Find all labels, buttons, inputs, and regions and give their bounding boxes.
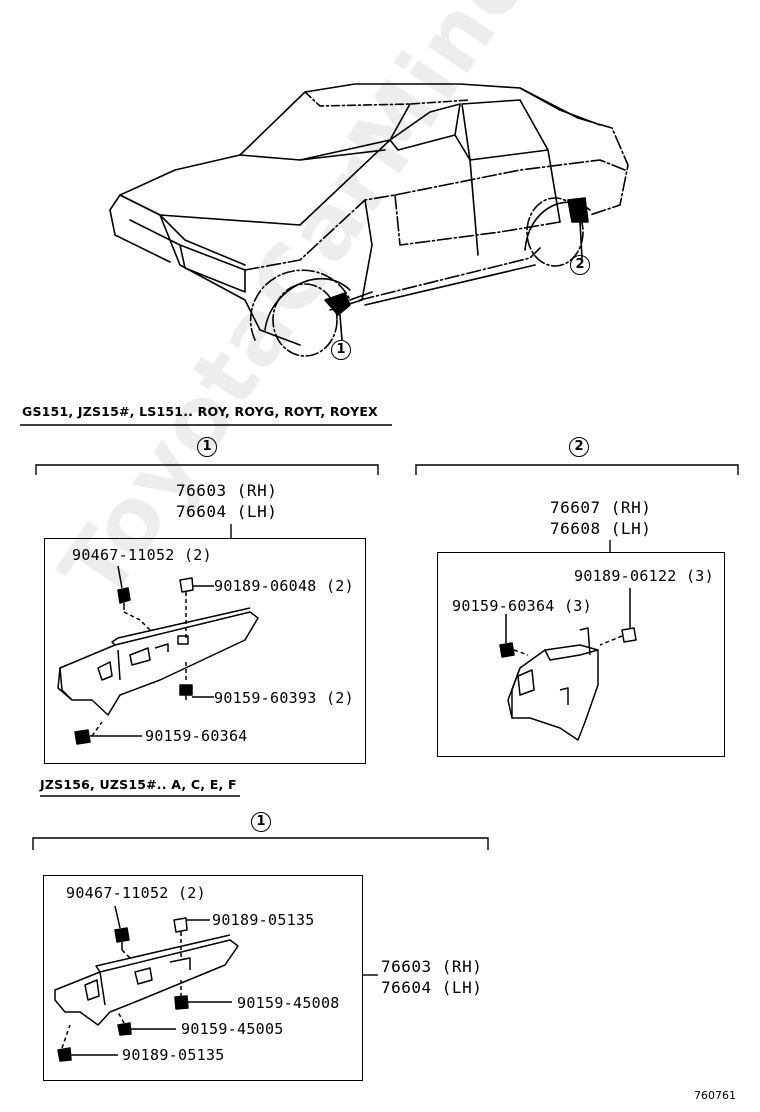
assembly-76604-lh: 76604 (LH)	[176, 502, 278, 521]
callout-1-section-b: 1	[251, 812, 271, 832]
callout-1-section-a: 1	[197, 437, 217, 457]
assembly-76603-rh-b: 76603 (RH)	[381, 957, 483, 976]
part-90159-45005: 90159-45005	[181, 1020, 284, 1038]
section-b-header: JZS156, UZS15#.. A, C, E, F	[40, 777, 237, 792]
figure-number: 760761	[694, 1089, 736, 1102]
part-90159-60393: 90159-60393 (2)	[214, 689, 354, 707]
parts-box-b1	[43, 875, 363, 1081]
callout-2-car: 2	[570, 255, 590, 275]
part-90189-06122: 90189-06122 (3)	[574, 567, 714, 585]
car-illustration	[109, 83, 629, 357]
part-90467-11052-a1: 90467-11052 (2)	[72, 546, 212, 564]
part-90189-05135-lower: 90189-05135	[122, 1046, 225, 1064]
part-90189-06048: 90189-06048 (2)	[214, 577, 354, 595]
parts-box-a2	[437, 552, 725, 757]
callout-2-section-a: 2	[569, 437, 589, 457]
assembly-76608-lh: 76608 (LH)	[550, 519, 652, 538]
part-90159-60364-a1: 90159-60364	[145, 727, 248, 745]
assembly-76604-lh-b: 76604 (LH)	[381, 978, 483, 997]
part-90189-05135-upper: 90189-05135	[212, 911, 315, 929]
parts-box-a1	[44, 538, 366, 764]
part-90159-45008: 90159-45008	[237, 994, 340, 1012]
section-a-header: GS151, JZS15#, LS151.. ROY, ROYG, ROYT, …	[22, 404, 378, 419]
assembly-76603-rh: 76603 (RH)	[176, 481, 278, 500]
callout-1-car: 1	[331, 340, 351, 360]
part-90159-60364-a2: 90159-60364 (3)	[452, 597, 592, 615]
part-90467-11052-b1: 90467-11052 (2)	[66, 884, 206, 902]
assembly-76607-rh: 76607 (RH)	[550, 498, 652, 517]
